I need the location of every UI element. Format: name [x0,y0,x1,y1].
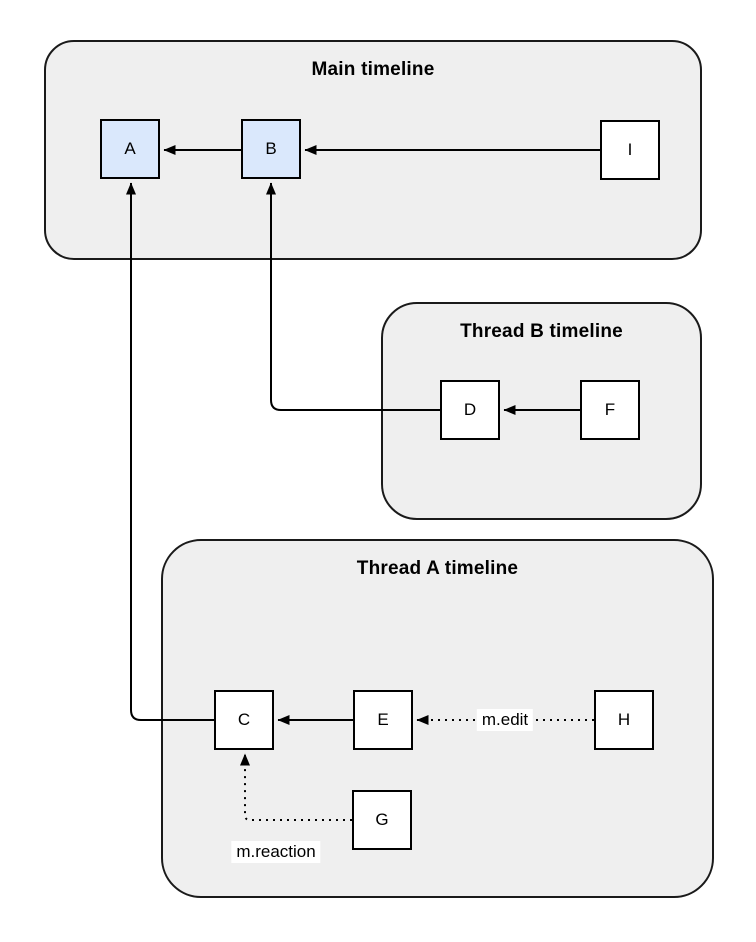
main-timeline-title: Main timeline [311,59,435,80]
node-b: B [241,119,301,179]
node-d: D [440,380,500,440]
node-h-label: H [617,710,631,729]
edge-label-m-edit: m.edit [476,709,534,731]
node-f-label: F [604,400,616,419]
node-c-label: C [237,710,251,729]
node-e: E [353,690,413,750]
thread-b-timeline-title: Thread B timeline [460,321,623,342]
node-h: H [594,690,654,750]
thread-a-timeline-title: Thread A timeline [356,558,519,579]
edge-d-to-b-line [266,182,440,411]
node-g-label: G [375,810,389,829]
edge-c-to-a-line [126,182,214,721]
edge-g-to-c-line [240,753,352,821]
node-i: I [600,120,660,180]
node-c: C [214,690,274,750]
node-e-label: E [377,710,389,729]
node-a: A [100,119,160,179]
edge-label-m-reaction: m.reaction [231,841,321,863]
node-f: F [580,380,640,440]
node-g: G [352,790,412,850]
node-i-label: I [627,140,633,159]
node-a-label: A [124,139,136,158]
node-d-label: D [463,400,477,419]
node-b-label: B [265,139,277,158]
